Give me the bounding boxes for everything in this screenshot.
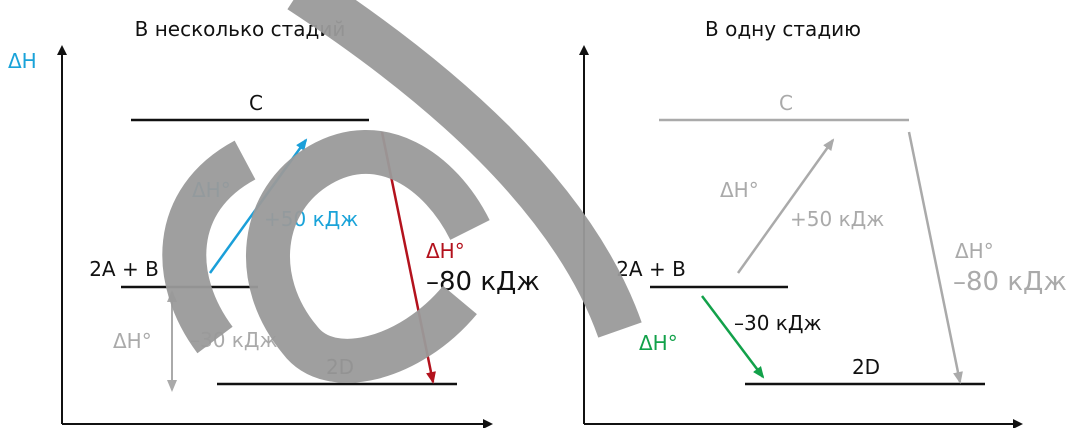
left-overall-symbol: ΔH° [426, 239, 465, 263]
right-overall-symbol: ΔH° [955, 239, 994, 263]
delta-h-axis-label: ΔH [8, 49, 37, 73]
right-level-c-label: C [779, 91, 793, 115]
right-direct-symbol: ΔH° [639, 331, 678, 355]
watermark-tail [184, 160, 245, 340]
right-level-product-label: 2D [852, 355, 880, 379]
right-level-reactants-label: 2A + B [616, 257, 686, 281]
right-overall-value: –80 кДж [953, 267, 1067, 297]
watermark [184, 0, 760, 361]
left-level-reactants-label: 2A + B [89, 257, 159, 281]
right-direct-arrow [702, 296, 763, 377]
right-step1-symbol: ΔH° [720, 178, 759, 202]
right-direct-value: –30 кДж [734, 311, 822, 335]
left-level-c-label: C [249, 91, 263, 115]
right-panel: В одну стадию C 2A + B 2D ΔH° +50 кДж ΔH… [584, 17, 1067, 424]
right-step1-value: +50 кДж [790, 207, 884, 231]
left-step2-symbol: ΔH° [113, 329, 152, 353]
right-overall-arrow [909, 132, 960, 382]
